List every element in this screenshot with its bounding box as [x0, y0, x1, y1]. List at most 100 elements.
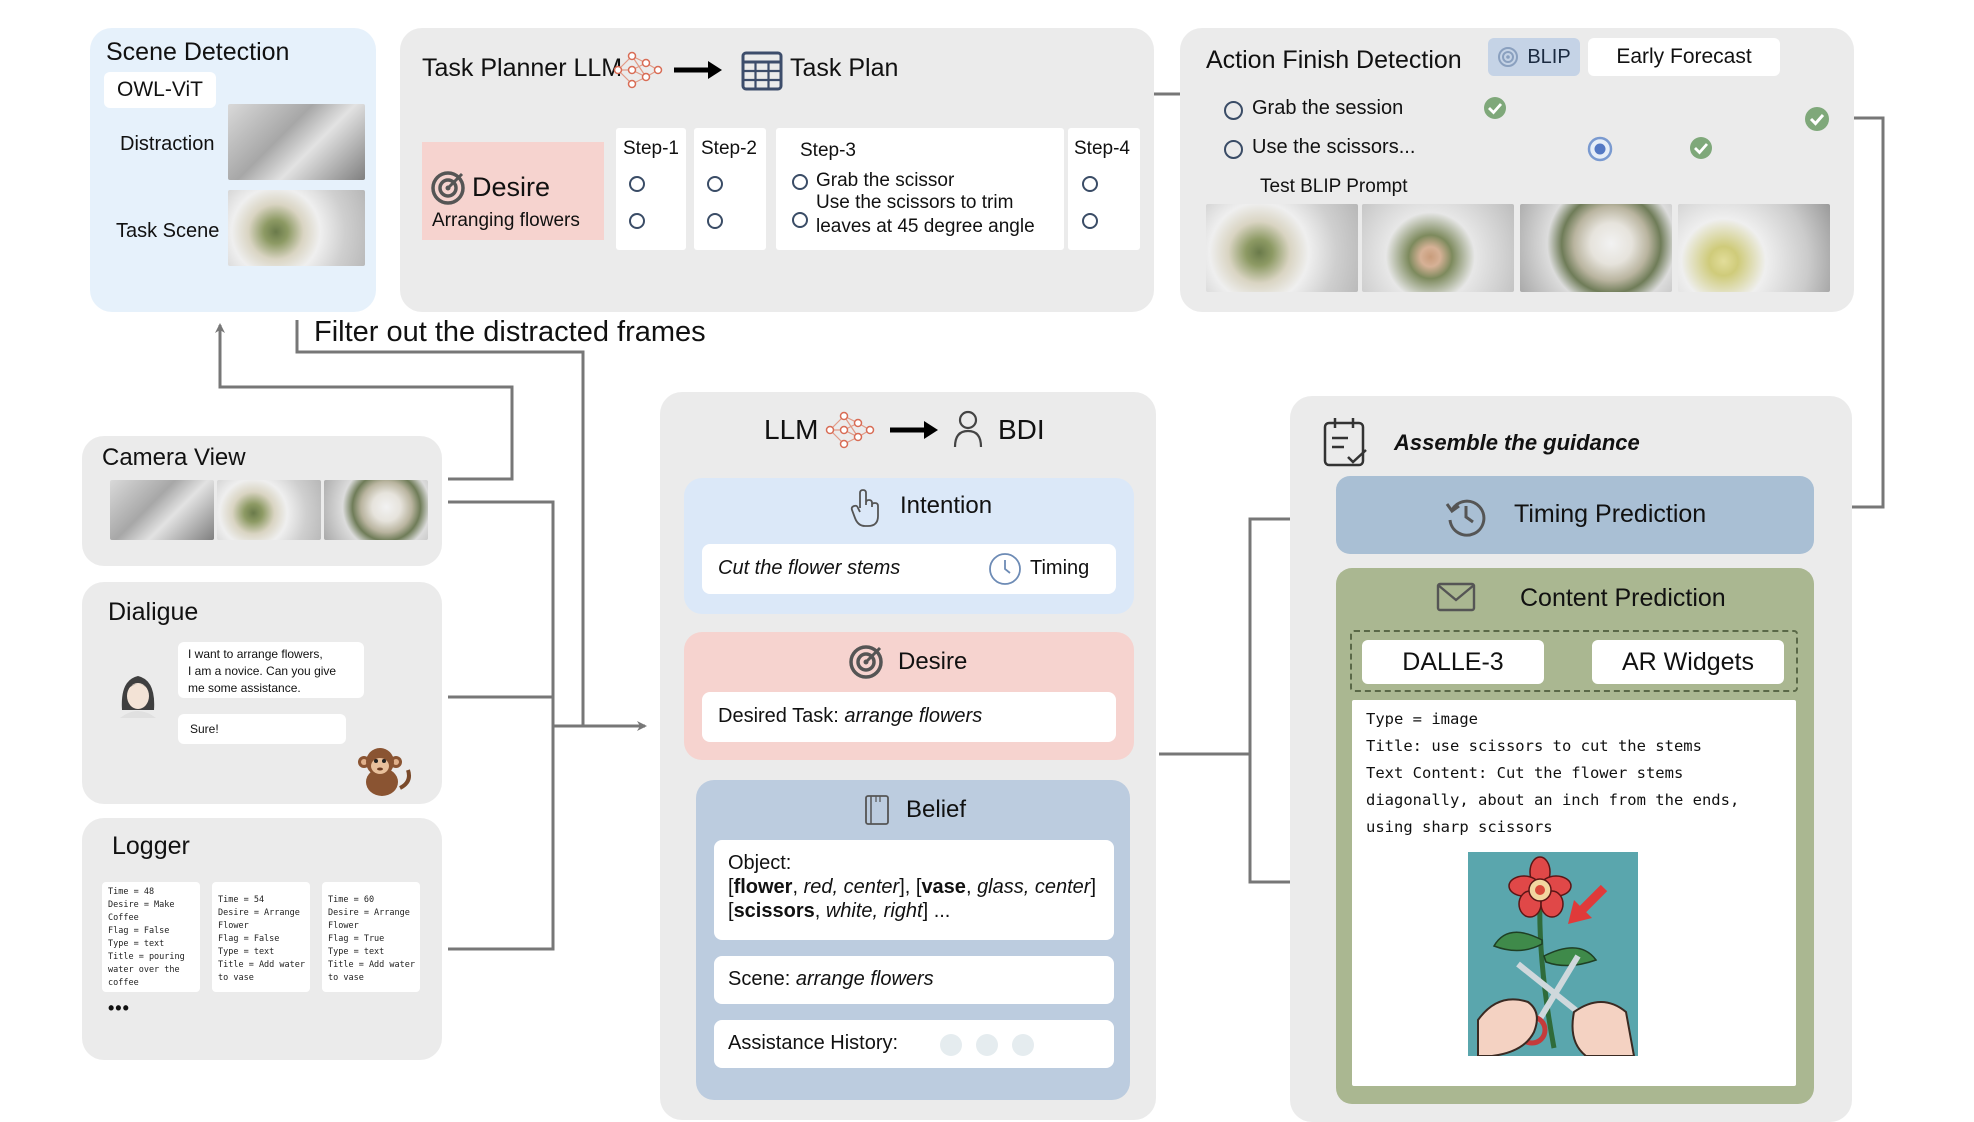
neural-network-icon [613, 51, 663, 89]
filter-distracted-frames-label: Filter out the distracted frames [314, 316, 706, 348]
action-frame-3-image [1520, 204, 1672, 292]
step-2-checkbox-1[interactable] [707, 176, 723, 192]
intention-value: Cut the flower stems [718, 557, 901, 579]
text-run: , [792, 876, 804, 898]
assistant-reply-text: Sure! [190, 722, 219, 736]
action-finish-panel: Action Finish Detection BLIP Early Forec… [1180, 28, 1854, 312]
check-icon-2 [1690, 137, 1712, 159]
content-line-4: diagonally, about an inch from the ends, [1366, 791, 1740, 809]
step-3-label: Step-3 [800, 140, 856, 161]
step-1-checkbox-2[interactable] [629, 213, 645, 229]
bdi-neural-network-icon [825, 411, 875, 449]
camera-frame-1-image [110, 480, 214, 540]
log-entry-1-text: Time = 48 Desire = Make Coffee Flag = Fa… [108, 887, 185, 988]
step-3-checkbox-2[interactable] [792, 212, 808, 228]
step-3-line-3: leaves at 45 degree angle [816, 216, 1035, 237]
pointer-hand-icon [850, 489, 879, 527]
scene-prefix: Scene: [728, 968, 796, 990]
camera-to-scene-arrow [215, 323, 514, 481]
owl-vit-label: OWL-ViT [117, 78, 203, 101]
assistance-history-box: Assistance History: [714, 1020, 1114, 1068]
text-run: glass, center [977, 876, 1091, 898]
scene-text: Scene: arrange flowers [728, 968, 934, 991]
content-line-2: Title: use scissors to cut the stems [1366, 737, 1702, 755]
history-dot-3 [1012, 1034, 1034, 1056]
target-icon [431, 171, 465, 205]
task-planner-panel: Task Planner LLM Task Plan Desir [400, 28, 1154, 312]
action-frame-4-image [1678, 204, 1830, 292]
text-run: , [814, 900, 826, 922]
text-run: [ [728, 900, 734, 922]
user-message-bubble: I want to arrange flowers, I am a novice… [178, 642, 364, 698]
object-line-2: [scissors, white, right] ... [728, 900, 950, 923]
belief-card: Belief Object: [flower, red, center], [v… [696, 780, 1130, 1100]
step-4-card: Step-4 [1068, 128, 1140, 250]
scene-box: Scene: arrange flowers [714, 956, 1114, 1004]
clipboard-check-icon [1323, 418, 1367, 467]
content-prediction-label: Content Prediction [1520, 584, 1726, 612]
scene-value: arrange flowers [795, 968, 934, 990]
blip-label: BLIP [1527, 45, 1571, 68]
action-frame-2-image [1362, 204, 1514, 292]
dialogue-to-bdi-arrow [448, 695, 555, 726]
camera-frame-2-image [217, 480, 321, 540]
logger-to-bdi-arrow [448, 726, 555, 951]
widget-options-group [1350, 630, 1798, 692]
grab-session-radio[interactable] [1224, 101, 1243, 120]
check-icon-1 [1484, 97, 1506, 119]
timing-prediction-label: Timing Prediction [1514, 500, 1707, 528]
step-1-card: Step-1 [616, 128, 686, 250]
timing-prediction-box: Timing Prediction [1336, 476, 1814, 554]
intention-value-box: Cut the flower stems Timing [702, 544, 1116, 594]
log-entry-1: Time = 48 Desire = Make Coffee Flag = Fa… [102, 882, 200, 992]
use-scissors-radio[interactable] [1224, 140, 1243, 159]
step-3-checkbox-1[interactable] [792, 174, 808, 190]
logger-more-ellipsis: ••• [108, 998, 130, 1018]
bdi-llm-label: LLM [764, 414, 819, 445]
early-forecast-label: Early Forecast [1616, 45, 1752, 68]
step-4-checkbox-1[interactable] [1082, 176, 1098, 192]
timing-label: Timing [1030, 557, 1090, 579]
step-4-checkbox-2[interactable] [1082, 213, 1098, 229]
bdi-desire-title: Desire [898, 648, 968, 675]
step-2-label: Step-2 [701, 138, 757, 159]
clock-icon [989, 553, 1021, 585]
text-run: , [965, 876, 978, 898]
content-line-1: Type = image [1366, 710, 1478, 728]
ar-widgets-option[interactable]: AR Widgets [1592, 640, 1784, 684]
text-run: ] ... [922, 900, 951, 922]
owl-vit-badge: OWL-ViT [104, 72, 216, 108]
step-3-card: Step-3 Grab the scissor Use the scissors… [776, 128, 1064, 250]
dalle-3-option[interactable]: DALLE-3 [1362, 640, 1544, 684]
loading-icon [1587, 136, 1613, 162]
step-2-card: Step-2 [694, 128, 766, 250]
user-message-line-1: I want to arrange flowers, [188, 647, 323, 661]
use-scissors-label: Use the scissors... [1252, 136, 1416, 158]
text-run: flower [733, 876, 793, 898]
content-line-5: using sharp scissors [1366, 818, 1553, 836]
camera-to-bdi-arrow [448, 500, 647, 731]
check-icon-final [1805, 107, 1829, 131]
step-4-label: Step-4 [1074, 138, 1130, 159]
step-2-checkbox-2[interactable] [707, 213, 723, 229]
scene-detection-title: Scene Detection [106, 38, 290, 66]
grab-session-label: Grab the session [1252, 97, 1404, 119]
object-line-1: [flower, red, center], [vase, glass, cen… [728, 876, 1096, 899]
history-clock-icon [1445, 499, 1486, 537]
task-scene-frame-image [228, 190, 365, 266]
logger-title: Logger [112, 832, 190, 860]
user-message-line-3: me some assistance. [188, 681, 301, 695]
content-output-box: Type = image Title: use scissors to cut … [1352, 700, 1796, 1086]
guidance-title: Assemble the guidance [1394, 430, 1640, 455]
distraction-frame-image [228, 104, 365, 180]
task-scene-label: Task Scene [116, 220, 220, 242]
belief-title: Belief [906, 796, 967, 823]
log-entry-3: Time = 60 Desire = Arrange Flower Flag =… [322, 882, 420, 992]
intention-title: Intention [900, 492, 993, 519]
step-1-checkbox-1[interactable] [629, 176, 645, 192]
monkey-assistant-icon [358, 748, 411, 796]
right-arrow-icon [674, 61, 722, 79]
step-3-line-2: Use the scissors to trim [816, 192, 1014, 213]
camera-view-panel: Camera View [82, 436, 442, 566]
desired-task-value: arrange flowers [844, 705, 983, 727]
